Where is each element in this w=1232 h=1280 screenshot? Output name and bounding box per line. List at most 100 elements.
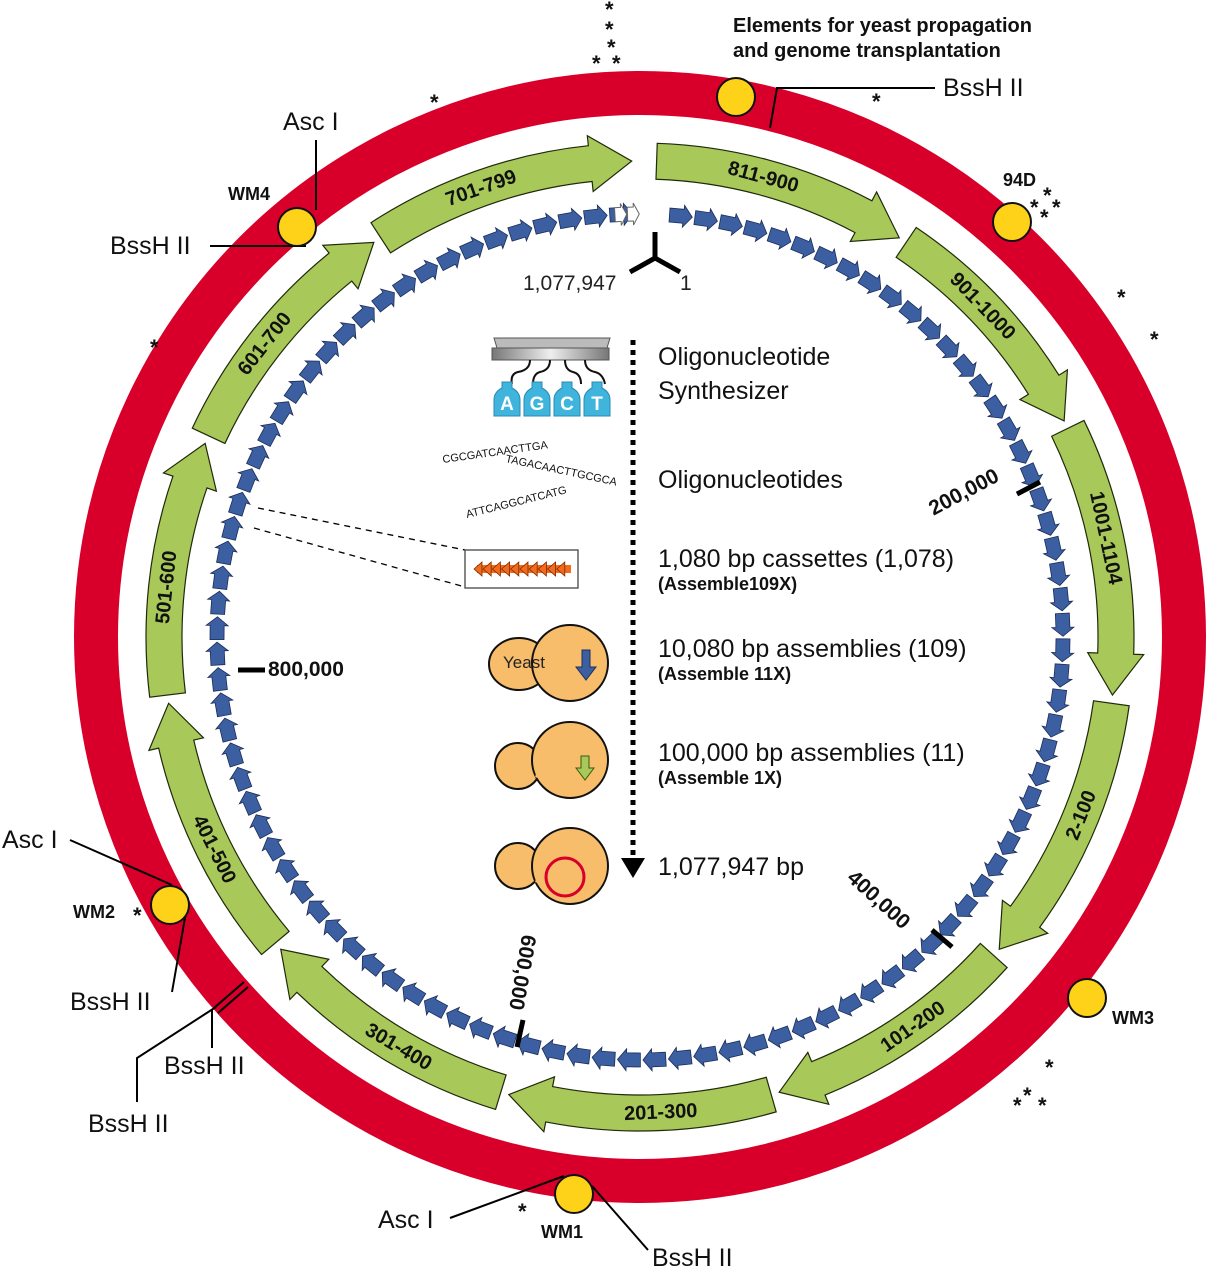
orange-cassette-arrow <box>528 561 538 577</box>
green-segment-arrow <box>145 442 218 698</box>
asterisk-marker: * <box>1052 195 1061 220</box>
white-cassette-arrow <box>626 202 640 226</box>
bssh-label-wm2: BssH II <box>70 988 151 1016</box>
cassette-arrow <box>469 1016 494 1040</box>
ruler-tick-600000 <box>514 1019 526 1048</box>
cassette-arrow <box>459 236 485 260</box>
cassette-arrow <box>507 218 533 243</box>
cassette-arrow <box>718 1038 744 1063</box>
cassette-arrow <box>298 360 323 384</box>
cassette-arrow <box>482 226 509 251</box>
cassette-arrow <box>261 837 286 862</box>
cassette-arrow <box>229 766 253 792</box>
cassette-arrow <box>283 380 308 405</box>
orange-cassette-arrow <box>500 561 510 577</box>
cassette-arrow <box>269 401 294 426</box>
orange-cassette-arrow <box>556 561 566 577</box>
cassette-arrow <box>1049 586 1074 612</box>
cassette-arrow <box>210 692 235 718</box>
cassette-arrow <box>668 204 693 229</box>
cassette-arrow <box>249 814 274 840</box>
step-100k-assemblies: 100,000 bp assemblies (11) (Assemble 1X) <box>658 738 965 788</box>
cassette-arrow <box>984 852 1008 877</box>
cassette-arrow <box>935 334 960 359</box>
asterisk-marker: * <box>1030 195 1039 220</box>
cassette-arrow <box>693 1043 719 1068</box>
green-segment-arrow <box>655 142 901 243</box>
cassette-arrow <box>323 919 348 943</box>
wm1-label: WM1 <box>541 1222 583 1242</box>
cassette-arrow <box>815 1004 841 1029</box>
asc-leader-wm1 <box>449 1175 565 1219</box>
marker-wm4 <box>277 207 317 247</box>
cassette-arrow <box>583 204 608 229</box>
cassette-arrow <box>206 590 231 615</box>
step-text: 1,080 bp cassettes (1,078) <box>658 545 955 573</box>
step-text: Oligonucleotide <box>658 343 831 371</box>
ruler-tick-200000 <box>1015 479 1042 497</box>
asterisk-marker: * <box>1150 327 1159 352</box>
zoom-guide-line <box>253 527 466 588</box>
bottle-label: C <box>560 394 574 415</box>
outer-red-ring <box>74 71 1206 1203</box>
asterisk-marker: * <box>430 90 439 115</box>
cassette-arrow <box>860 979 885 1004</box>
asc-label-wm4: Asc I <box>283 108 339 136</box>
cassette-arrow <box>954 893 979 917</box>
marker-wm2 <box>150 885 190 925</box>
cassette-arrow <box>1036 510 1061 536</box>
asterisk-marker: * <box>612 51 621 76</box>
step-subtext: (Assemble 11X) <box>658 664 792 684</box>
title-line-2: and genome transplantation <box>733 40 1001 62</box>
green-segment-arrow <box>998 700 1130 951</box>
step-subtext: (Assemble109X) <box>658 574 798 594</box>
cassette-arrow <box>968 373 993 398</box>
bssh-leader-wm1 <box>591 1185 649 1251</box>
coordinate-end: 1,077,947 <box>523 272 617 295</box>
yeast-cell-icon: Yeast <box>488 624 609 702</box>
step-oligonucleotides: Oligonucleotides <box>658 466 843 494</box>
zoom-guide-line <box>257 507 466 551</box>
cassette-arrow <box>227 491 251 517</box>
coordinate-start: 1 <box>680 272 692 295</box>
cassette-arrow <box>791 1015 817 1040</box>
cassette-arrow <box>790 235 815 260</box>
asterisk-marker: * <box>592 51 601 76</box>
bottle-label: A <box>500 394 514 415</box>
cassette-arrow <box>1046 561 1071 586</box>
green-segment-arrow <box>778 942 1008 1106</box>
cassette-arrow <box>435 247 461 272</box>
cassette-arrow <box>857 270 882 295</box>
asterisk-marker: * <box>518 1199 527 1224</box>
asterisk-marker: * <box>1045 1055 1054 1080</box>
cassette-arrow <box>246 445 270 470</box>
step-text: 100,000 bp assemblies (11) <box>658 739 965 767</box>
orange-cassette-arrow <box>519 561 529 577</box>
asterisk-marker: * <box>1117 285 1126 310</box>
asc-leader-wm2 <box>69 839 173 886</box>
cassette-arrow <box>214 717 239 743</box>
segment-label: 201-300 <box>624 1100 698 1125</box>
step-text: Synthesizer <box>658 377 789 405</box>
marker-wm1 <box>554 1174 594 1214</box>
cassette-arrow <box>996 416 1021 441</box>
cassette-arrow <box>767 1025 793 1049</box>
green-segment-arrow <box>147 702 290 956</box>
cassette-arrow <box>693 207 718 232</box>
cassette-arrow <box>1050 638 1075 663</box>
cassette-arrow <box>667 1046 693 1071</box>
cassette-arrow <box>591 1046 616 1071</box>
step-10k-assemblies: 10,080 bp assemblies (109) (Assemble 11X… <box>658 634 967 684</box>
wm3-label: WM3 <box>1112 1008 1154 1028</box>
cassette-arrow <box>381 968 406 993</box>
wm2-label: WM2 <box>73 902 115 922</box>
cassette-arrow <box>1042 535 1067 561</box>
cassette-arrow <box>1027 761 1051 787</box>
green-segment-layer: 811-900901-10001001-11042-100101-200201-… <box>145 134 1145 1134</box>
bssh-leader-top <box>769 87 935 129</box>
green-segment-arrow <box>370 134 633 254</box>
cassette-arrow <box>557 207 583 232</box>
asterisk-marker: * <box>1013 1093 1022 1118</box>
ruler-tick-400000 <box>930 928 954 949</box>
cassette-arrow <box>532 212 558 237</box>
